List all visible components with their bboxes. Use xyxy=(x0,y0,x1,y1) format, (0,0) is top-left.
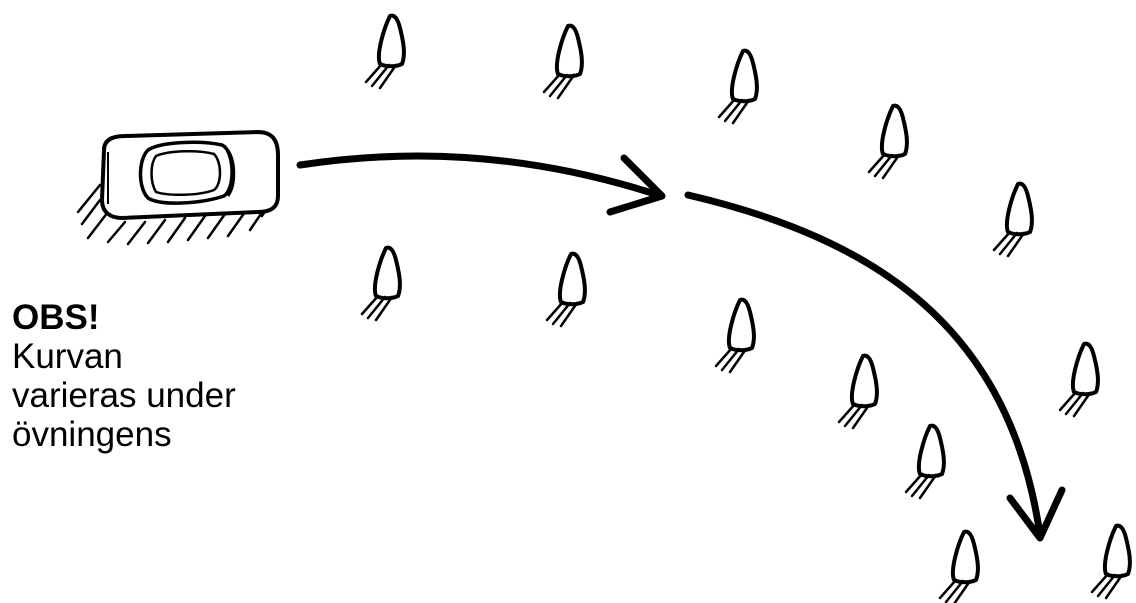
note-line: varieras under xyxy=(12,376,332,415)
traffic-cone-icon xyxy=(1060,344,1098,416)
direction-arrow-1 xyxy=(300,156,662,212)
traffic-cone-icon xyxy=(906,426,944,498)
traffic-cone-icon xyxy=(544,26,582,98)
traffic-cone-icon xyxy=(839,356,877,428)
note-title: OBS! xyxy=(12,298,332,337)
traffic-cone-icon xyxy=(1092,526,1130,598)
traffic-cone-icon xyxy=(994,184,1032,256)
traffic-cone-icon xyxy=(869,106,907,178)
traffic-cone-icon xyxy=(547,254,585,326)
traffic-cone-icon xyxy=(716,300,754,372)
traffic-cone-icon xyxy=(366,16,404,88)
traffic-cone-icon xyxy=(719,51,757,123)
note-line: Kurvan xyxy=(12,337,332,376)
note-line: övningens xyxy=(12,415,332,454)
traffic-cone-icon xyxy=(362,248,400,320)
traffic-cone-icon xyxy=(940,532,978,603)
note-text-block: OBS! Kurvan varieras under övningens xyxy=(12,298,332,454)
car-icon xyxy=(78,132,278,244)
